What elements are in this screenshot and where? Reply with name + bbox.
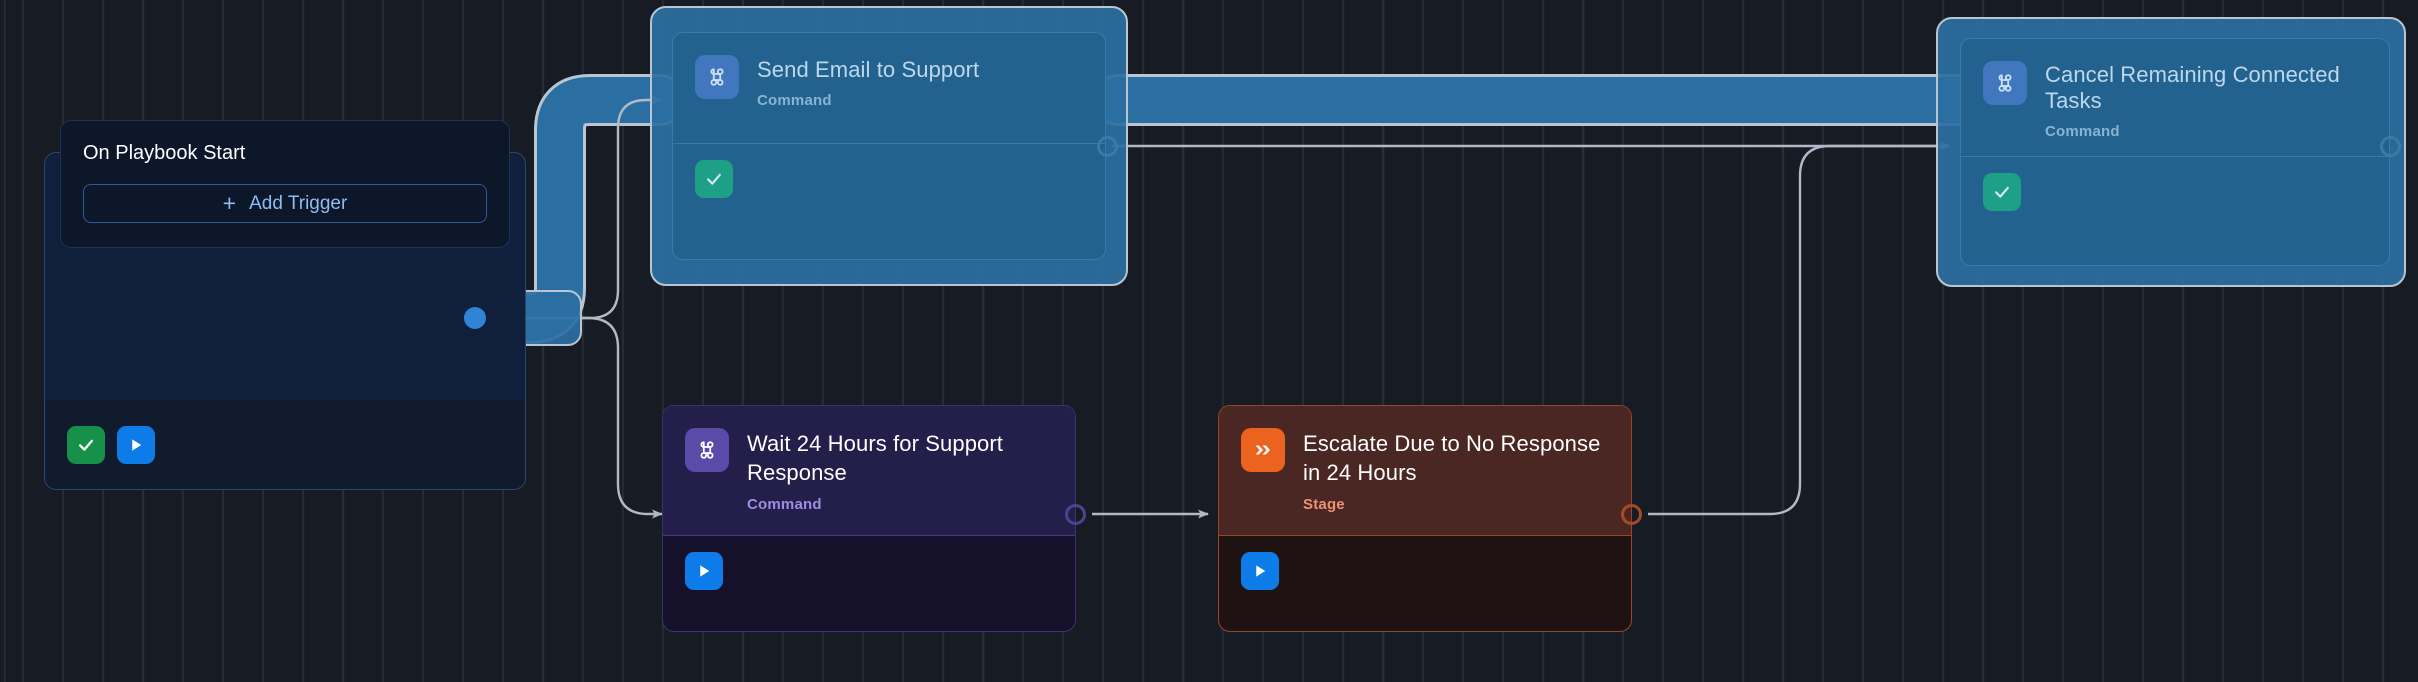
status-check-chip[interactable] (1983, 173, 2021, 211)
trigger-panel-title: On Playbook Start (83, 142, 246, 164)
output-port-send-email[interactable] (1097, 136, 1118, 157)
status-check-chip[interactable] (695, 160, 733, 198)
run-play-chip[interactable] (117, 425, 155, 464)
command-icon (685, 428, 729, 472)
output-port-wait[interactable] (1065, 504, 1086, 525)
node-title-block: Wait 24 Hours for Support Response Comma… (747, 428, 1053, 513)
run-play-chip[interactable] (685, 552, 723, 590)
node-title: Escalate Due to No Response in 24 Hours (1303, 431, 1601, 485)
add-trigger-button[interactable]: + Add Trigger (83, 184, 487, 223)
node-header: Send Email to Support Command (673, 33, 1105, 109)
double-chevron-icon (1241, 428, 1285, 472)
run-play-chip[interactable] (1241, 552, 1279, 590)
trigger-panel: On Playbook Start + Add Trigger (60, 120, 510, 248)
node-header-wrap: Wait 24 Hours for Support Response Comma… (663, 406, 1075, 535)
node-subtitle: Command (2045, 123, 2120, 140)
edge-escalate-to-cancel (1648, 144, 1950, 516)
edge-trigger-to-wait (470, 316, 663, 519)
plus-icon: + (222, 190, 237, 216)
node-subtitle: Command (757, 92, 832, 109)
node-header: Escalate Due to No Response in 24 Hours … (1219, 406, 1631, 513)
output-port-cancel-remaining[interactable] (2380, 136, 2401, 157)
node-wait-24-hours[interactable]: Wait 24 Hours for Support Response Comma… (662, 405, 1076, 632)
node-footer (673, 144, 1105, 214)
status-check-chip[interactable] (67, 425, 105, 464)
node-send-email-to-support[interactable]: Send Email to Support Command (672, 32, 1106, 260)
node-subtitle: Command (747, 496, 822, 513)
node-cancel-remaining-connected-tasks[interactable]: Cancel Remaining Connected Tasks Command (1960, 38, 2390, 266)
node-header-wrap: Escalate Due to No Response in 24 Hours … (1219, 406, 1631, 535)
command-icon (695, 55, 739, 99)
output-port-escalate[interactable] (1621, 504, 1642, 525)
node-title-block: Cancel Remaining Connected Tasks Command (2045, 61, 2367, 140)
node-title-block: Escalate Due to No Response in 24 Hours … (1303, 428, 1609, 513)
node-title: Wait 24 Hours for Support Response (747, 431, 1004, 485)
divider (663, 535, 1075, 536)
node-footer (1961, 157, 2389, 227)
node-footer (1219, 536, 1631, 606)
edge-trigger-to-send-email (470, 95, 663, 320)
node-title: Send Email to Support (757, 57, 980, 82)
node-header: Wait 24 Hours for Support Response Comma… (663, 406, 1075, 513)
node-escalate-due-to-no-response[interactable]: Escalate Due to No Response in 24 Hours … (1218, 405, 1632, 632)
divider (1219, 535, 1631, 536)
node-title: Cancel Remaining Connected Tasks (2045, 62, 2340, 113)
node-footer (663, 536, 1075, 606)
node-subtitle: Stage (1303, 496, 1345, 513)
divider (1961, 156, 2389, 157)
node-title-block: Send Email to Support Command (757, 55, 979, 109)
add-trigger-label: Add Trigger (249, 192, 348, 214)
output-port-trigger[interactable] (464, 307, 486, 329)
node-trigger-footer (44, 400, 526, 490)
divider (673, 143, 1105, 144)
command-icon (1983, 61, 2027, 105)
node-header: Cancel Remaining Connected Tasks Command (1961, 39, 2389, 140)
